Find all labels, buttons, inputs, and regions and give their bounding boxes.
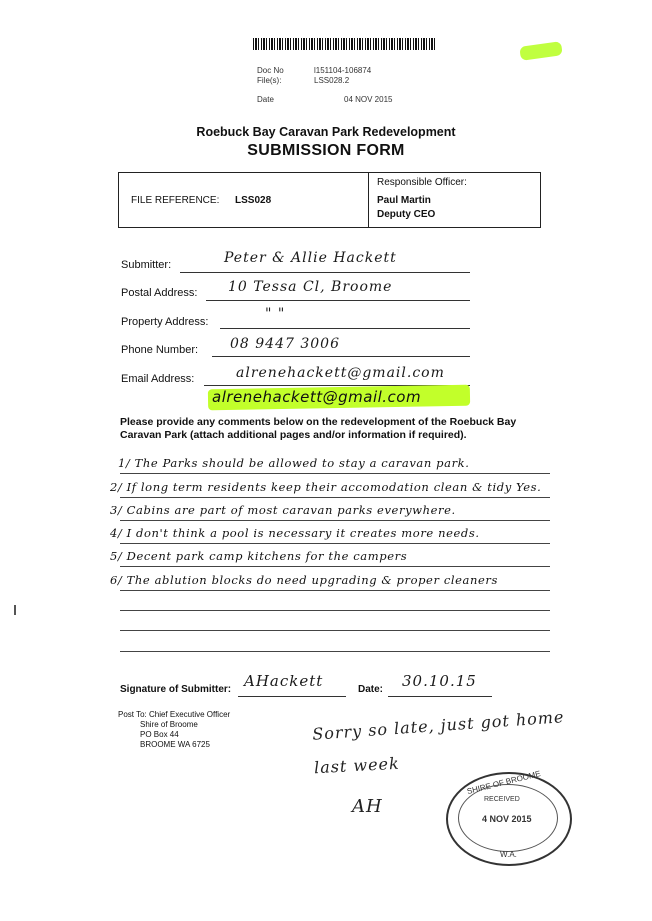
comment-line bbox=[120, 543, 550, 544]
signature-value: AHackett bbox=[244, 672, 324, 690]
property-underline bbox=[220, 328, 470, 329]
comment-line bbox=[120, 497, 550, 498]
signature-label: Signature of Submitter: bbox=[120, 684, 232, 695]
post-to-line-3: PO Box 44 bbox=[140, 730, 179, 739]
comment-line bbox=[120, 520, 550, 521]
email-address-label: Email Address: bbox=[121, 373, 195, 385]
doc-no-label: Doc No bbox=[257, 66, 284, 75]
responsible-officer-label: Responsible Officer: bbox=[377, 177, 467, 188]
handwritten-note-line-1: Sorry so late, just got home bbox=[311, 707, 565, 744]
form-title: Roebuck Bay Caravan Park Redevelopment bbox=[196, 125, 456, 139]
comment-1: 1/ The Parks should be allowed to stay a… bbox=[118, 456, 470, 470]
signature-underline bbox=[238, 696, 346, 697]
comment-4: 4/ I don't think a pool is necessary it … bbox=[110, 526, 480, 540]
email-underline bbox=[204, 385, 470, 386]
post-to-line-4: BROOME WA 6725 bbox=[140, 740, 210, 749]
handwritten-initials: AH bbox=[352, 796, 383, 817]
signature-date-label: Date: bbox=[358, 684, 384, 695]
stamp-bottom-text: W.A. bbox=[500, 850, 517, 859]
comment-2: 2/ If long term residents keep their acc… bbox=[110, 480, 542, 494]
phone-number-label: Phone Number: bbox=[121, 344, 199, 356]
postal-address-label: Postal Address: bbox=[121, 287, 198, 299]
form-subtitle: SUBMISSION FORM bbox=[247, 142, 405, 159]
signature-date-value: 30.10.15 bbox=[402, 672, 477, 690]
postal-address-value: 10 Tessa Cl, Broome bbox=[228, 279, 393, 295]
scan-margin-mark bbox=[14, 605, 16, 615]
phone-underline bbox=[212, 356, 470, 357]
phone-number-value: 08 9447 3006 bbox=[230, 336, 340, 352]
comment-line bbox=[120, 473, 550, 474]
comment-line bbox=[120, 651, 550, 652]
reference-box: FILE REFERENCE: LSS028 Responsible Offic… bbox=[118, 172, 541, 228]
post-to-line-1: Post To: Chief Executive Officer bbox=[118, 710, 231, 719]
officer-title: Deputy CEO bbox=[377, 209, 436, 220]
file-reference-value: LSS028 bbox=[235, 195, 272, 206]
handwritten-note-line-2: last week bbox=[313, 753, 401, 778]
stamp-received-text: RECEIVED bbox=[484, 796, 520, 803]
date-label: Date bbox=[257, 95, 274, 104]
comment-6: 6/ The ablution blocks do need upgrading… bbox=[110, 573, 499, 587]
post-to-line-2: Shire of Broome bbox=[140, 720, 198, 729]
files-value: LSS028.2 bbox=[314, 76, 350, 85]
stamp-inner-ring bbox=[458, 784, 558, 852]
instructions: Please provide any comments below on the… bbox=[120, 416, 517, 441]
comment-5: 5/ Decent park camp kitchens for the cam… bbox=[110, 549, 408, 563]
doc-no-value: l151104-106874 bbox=[314, 66, 372, 75]
file-reference-label: FILE REFERENCE: bbox=[131, 195, 220, 206]
officer-name: Paul Martin bbox=[377, 195, 431, 206]
property-address-label: Property Address: bbox=[121, 316, 209, 328]
property-address-value: " " bbox=[265, 306, 286, 322]
comment-line bbox=[120, 590, 550, 591]
submitter-underline bbox=[180, 272, 470, 273]
barcode bbox=[253, 38, 435, 50]
submitter-value: Peter & Allie Hackett bbox=[224, 250, 397, 266]
post-to-address: Post To: Chief Executive Officer Shire o… bbox=[118, 710, 230, 750]
reference-divider bbox=[368, 173, 369, 227]
date-value: 04 NOV 2015 bbox=[344, 95, 393, 104]
comment-line bbox=[120, 610, 550, 611]
stamp-date: 4 NOV 2015 bbox=[482, 814, 532, 824]
email-address-value: alrenehackett@gmail.com bbox=[236, 365, 445, 381]
files-label: File(s): bbox=[257, 76, 282, 85]
submitter-label: Submitter: bbox=[121, 259, 172, 271]
highlighter-mark bbox=[519, 41, 563, 61]
comment-line bbox=[120, 630, 550, 631]
date-underline bbox=[388, 696, 492, 697]
comment-line bbox=[120, 566, 550, 567]
postal-underline bbox=[206, 300, 470, 301]
email-highlight-text: alrenehackett@gmail.com bbox=[212, 388, 422, 406]
received-stamp: SHIRE OF BROOME RECEIVED 4 NOV 2015 W.A. bbox=[446, 769, 572, 866]
comment-3: 3/ Cabins are part of most caravan parks… bbox=[110, 503, 456, 517]
